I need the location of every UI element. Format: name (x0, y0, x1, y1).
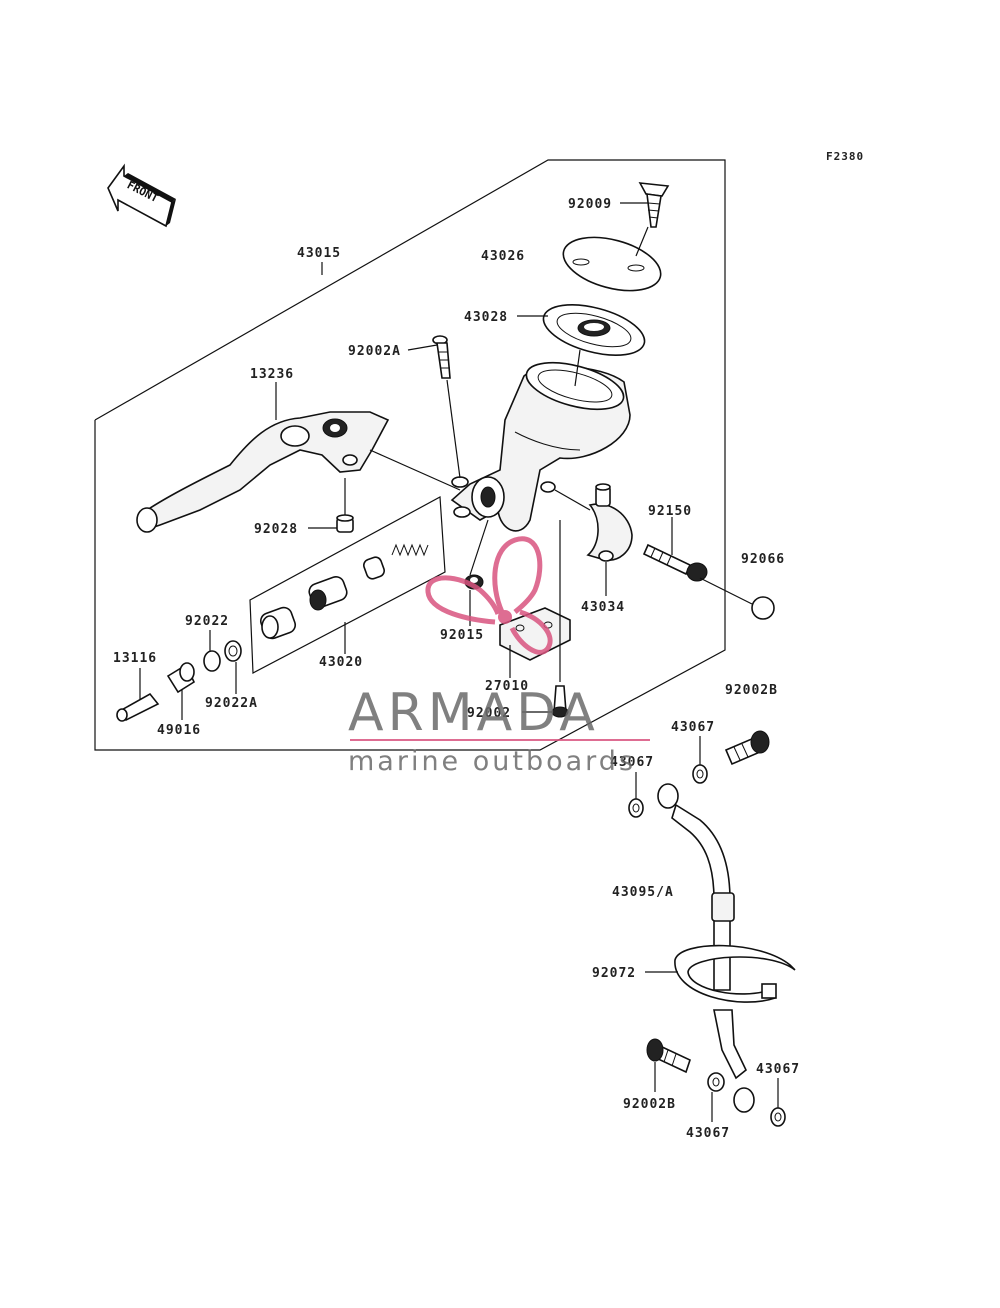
collar-92028 (336, 514, 354, 533)
brake-hose-43095 (657, 783, 755, 1113)
screw-92002 (551, 685, 569, 718)
washer-43067-right (770, 1107, 786, 1127)
washer-43067-left (628, 798, 644, 818)
watermark: ARMADA marine outboards (348, 536, 650, 777)
label-92022A: 92022A (205, 696, 258, 711)
label-43067-right: 43067 (756, 1062, 800, 1077)
bolt-92002A (432, 335, 451, 379)
clamp-92072 (674, 944, 796, 1003)
label-92028: 92028 (254, 522, 298, 537)
propeller-logo-icon (425, 536, 553, 655)
leader-lines (139, 202, 779, 1122)
washer-43067-top (692, 764, 708, 784)
label-92150: 92150 (648, 504, 692, 519)
label-92002: 92002 (467, 706, 511, 721)
label-43034: 43034 (581, 600, 625, 615)
diaphragm-43028 (542, 304, 646, 356)
lever-13236 (136, 411, 390, 533)
front-arrow-icon: FRONT (107, 163, 176, 228)
label-43026: 43026 (481, 249, 525, 264)
label-27010: 27010 (485, 679, 529, 694)
label-43015: 43015 (297, 246, 341, 261)
piston-kit-outline (249, 496, 446, 674)
label-92002B-bottom: 92002B (623, 1097, 676, 1112)
boot-49016 (166, 662, 196, 694)
label-43095A: 43095/A (612, 885, 674, 900)
label-92066: 92066 (741, 552, 785, 567)
cap-92066 (751, 596, 775, 620)
washer-92022A (224, 640, 242, 662)
label-43067-top: 43067 (671, 720, 715, 735)
watermark-brand: ARMADA (348, 683, 599, 743)
label-92022: 92022 (185, 614, 229, 629)
switch-27010 (499, 607, 571, 661)
label-43067-left: 43067 (610, 755, 654, 770)
reservoir-cover-43026 (562, 236, 662, 292)
ring-92022 (203, 650, 221, 672)
label-13236: 13236 (250, 367, 294, 382)
washer-43067-bottom (707, 1072, 725, 1092)
figure-code: F2380 (826, 150, 864, 163)
pushrod-13116 (116, 692, 160, 722)
banjo-bolt-92002B-top (724, 730, 770, 766)
watermark-tagline: marine outboards (348, 746, 636, 777)
label-92009: 92009 (568, 197, 612, 212)
label-92002B-top: 92002B (725, 683, 778, 698)
screw-92009 (638, 182, 670, 228)
label-13116: 13116 (113, 651, 157, 666)
label-92002A: 92002A (348, 344, 401, 359)
clamp-43034 (586, 483, 633, 562)
label-92072: 92072 (592, 966, 636, 981)
label-43020: 43020 (319, 655, 363, 670)
label-43067-bottom: 43067 (686, 1126, 730, 1141)
bolt-92150 (642, 543, 708, 582)
label-49016: 49016 (157, 723, 201, 738)
label-43028: 43028 (464, 310, 508, 325)
piston-parts (259, 556, 385, 640)
label-92015: 92015 (440, 628, 484, 643)
assembly-outline (94, 159, 726, 751)
banjo-bolt-92002B-bottom (646, 1038, 691, 1074)
spring (391, 543, 429, 557)
